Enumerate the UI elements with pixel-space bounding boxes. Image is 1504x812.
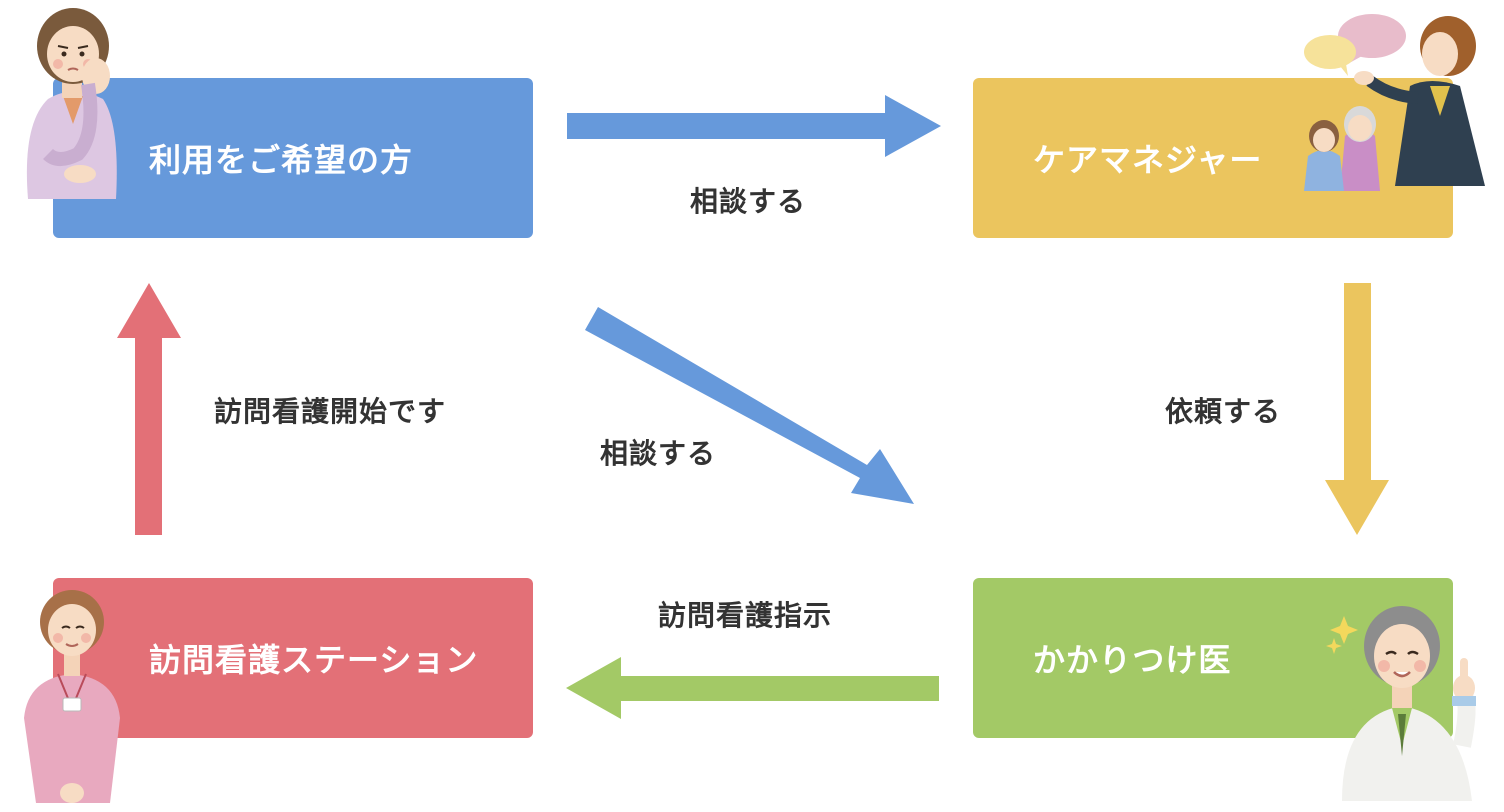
arrow-consult-to-doctor [585,307,914,504]
arrow-consult-to-cm [567,95,941,157]
node-user: 利用をご希望の方 [53,78,533,238]
node-user-label: 利用をご希望の方 [149,141,414,179]
arrow-instruct-to-nurse [566,657,939,719]
edge-label-consult-to-doctor: 相談する [600,437,717,470]
arrow-request-to-doctor [1325,283,1389,535]
doctor-icon [1326,606,1476,801]
node-care-manager-label: ケアマネジャー [1033,141,1263,179]
node-care-manager: ケアマネジャー [973,78,1453,238]
node-nurse-station: 訪問看護ステーション [53,578,533,738]
nurse-icon [24,590,120,803]
node-nurse-station-label: 訪問看護ステーション [149,641,479,679]
edge-label-doctor-instruct: 訪問看護指示 [658,599,833,632]
edge-label-consult-to-cm: 相談する [690,185,807,218]
care-manager-icon [1304,14,1485,191]
edge-label-nurse-start: 訪問看護開始です [214,395,447,428]
edge-label-request-doctor: 依頼する [1165,395,1282,428]
arrow-start-to-user [117,283,181,535]
worried-woman-icon [26,8,117,199]
node-doctor-label: かかりつけ医 [1033,641,1232,679]
